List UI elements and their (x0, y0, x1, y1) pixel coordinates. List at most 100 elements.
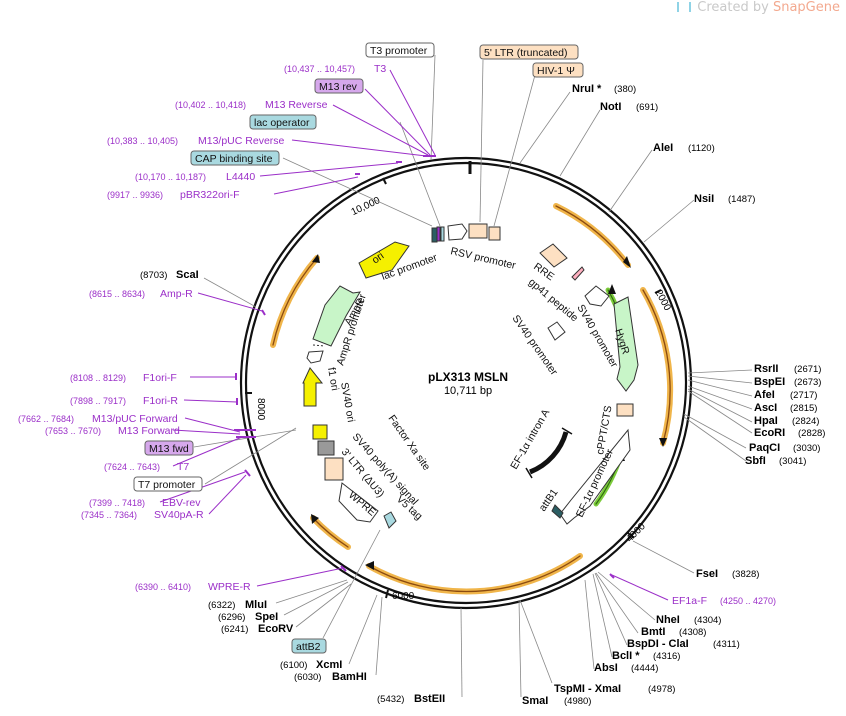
site-nsii: NsiI (694, 193, 714, 205)
site-bspdi-clai: BspDI - ClaI (627, 638, 689, 650)
wpre-arrow (338, 482, 379, 523)
leader-bcli (592, 573, 613, 658)
label-lac-operator: lac operator (254, 117, 310, 129)
leader-m13puc-forward (184, 417, 241, 433)
site-nsii-pos: (1487) (728, 194, 755, 205)
primer-m13puc-forward: M13/pUC Forward (92, 413, 178, 425)
site-fsei: FseI (696, 568, 718, 580)
plasmid-name: pLX313 MSLN (428, 370, 508, 384)
site-bmti: BmtI (641, 626, 665, 638)
sv40-polya-box (317, 440, 335, 456)
primer-wpre-r: WPRE-R (208, 581, 251, 593)
ltr3-box (324, 457, 344, 481)
leader-tspmi (519, 599, 553, 684)
site-nhei: NheI (656, 614, 680, 626)
leader-bsteii (460, 607, 463, 698)
primer-sv40pa-r-pos: (7345 .. 7364) (81, 510, 137, 520)
orf-arrowheads (311, 254, 667, 570)
ori-arrow (358, 241, 410, 279)
site-sbfi-pos: (3041) (779, 456, 806, 467)
site-afei: AfeI (754, 389, 775, 401)
sv40-promoter-arrow-1 (584, 285, 610, 307)
cap-box (431, 227, 438, 243)
hygr-arrow (613, 296, 639, 392)
ruler-tick-6000 (385, 589, 389, 599)
box-m13-fwd (144, 440, 194, 456)
primer-sv40pa-r: SV40pA-R (154, 509, 204, 521)
primer-pbr322ori-f-pos: (9917 .. 9936) (107, 190, 163, 200)
leader-sv40pa-r (208, 474, 247, 515)
site-ecorv-pos: (6241) (221, 624, 248, 635)
enzyme-leaders (193, 54, 753, 698)
arrowhead-1 (623, 256, 631, 268)
primer-ef1a-f: EF1a-F (672, 595, 707, 607)
site-bspei: BspEI (754, 376, 785, 388)
ruler-label-6000: 6000 (392, 591, 415, 602)
leader-l4440 (259, 162, 399, 177)
ampr-dash (312, 344, 326, 347)
backbone-inner-ring (244, 161, 688, 605)
m13-box (436, 226, 441, 242)
label-sv40-promoter-2: SV40 promoter (510, 313, 561, 378)
leader-m13-forward (172, 429, 241, 435)
ruler-label-4000: 4000 (624, 521, 648, 545)
primer-m13-reverse-pos: (10,402 .. 10,418) (175, 100, 246, 110)
site-bsteii: BstEII (414, 693, 445, 705)
site-hpai: HpaI (754, 415, 778, 427)
leader-m13rev-box (364, 88, 431, 156)
label-5-ltr: 5' LTR (truncated) (484, 47, 568, 59)
site-nrui: NruI * (572, 83, 602, 95)
box-attb2 (291, 638, 327, 654)
label-attb2: attB2 (296, 641, 321, 653)
leader-bamhi (375, 596, 383, 676)
site-ecorv: EcoRV (258, 623, 294, 635)
site-tspmi-xmai: TspMI - XmaI (554, 683, 621, 695)
leader-hiv-psi (493, 74, 536, 227)
primer-m13puc-reverse-pos: (10,383 .. 10,405) (107, 136, 178, 146)
gp41-box (571, 266, 585, 281)
orf-arc-3-line (368, 555, 581, 593)
site-absi-pos: (4444) (631, 663, 658, 674)
primer-wpre-r-pos: (6390 .. 6410) (135, 582, 191, 592)
site-tspmi-pos: (4978) (648, 684, 675, 695)
box-t3-promoter (365, 42, 435, 58)
watermark-prefix: Created by (697, 0, 769, 15)
label-rsv-promoter: RSV promoter (449, 245, 517, 272)
primer-pbr322ori-f: pBR322ori-F (180, 189, 240, 201)
ampr-arrow (312, 285, 361, 347)
leader-fsei (632, 540, 695, 574)
label-f1-ori: f1 ori (325, 366, 341, 391)
ef1a-intron-tick-2 (525, 467, 533, 479)
leader-ecorv (295, 583, 352, 628)
primer-ebv-rev: EBV-rev (162, 497, 201, 509)
site-mlui-pos: (6322) (208, 600, 235, 611)
ruler-tick-2000 (654, 289, 662, 294)
enzyme-sites-right: NruI * (380) NotI (691) AleI (1120) NsiI… (89, 83, 825, 707)
leader-m13fwd (193, 429, 297, 448)
leader-spei (283, 581, 349, 616)
snapgene-watermark: Created by SnapGene (677, 0, 840, 15)
leader-hpai (687, 388, 753, 423)
site-alei-pos: (1120) (688, 143, 715, 154)
label-t3-promoter: T3 promoter (370, 45, 428, 57)
site-paqci-pos: (3030) (793, 443, 820, 454)
attb1-box (551, 504, 564, 519)
primer-f1ori-f-pos: (8108 .. 8129) (70, 373, 126, 383)
ef1a-promoter-arrow (559, 428, 631, 525)
primer-f1ori-r: F1ori-R (143, 395, 178, 407)
primer-m13-reverse: M13 Reverse (265, 99, 328, 111)
box-t7-promoter (133, 476, 203, 492)
site-bspei-pos: (2673) (794, 377, 821, 388)
leader-ampr-primer (197, 292, 263, 312)
orf-arc-4 (310, 515, 351, 550)
leader-scai (203, 277, 257, 308)
lac-promoter-arrow (447, 223, 468, 241)
leader-wpre-r (256, 567, 344, 587)
orf-arc-2 (640, 287, 674, 446)
leader-rsrii (687, 369, 753, 374)
leader-nrui (519, 91, 571, 164)
boxed-labels: T3 promoter M13 rev lac operator CAP bin… (133, 42, 584, 654)
primer-l4440: L4440 (226, 171, 255, 183)
site-nhei-pos: (4304) (694, 615, 721, 626)
mark-wpre-r (340, 565, 347, 572)
